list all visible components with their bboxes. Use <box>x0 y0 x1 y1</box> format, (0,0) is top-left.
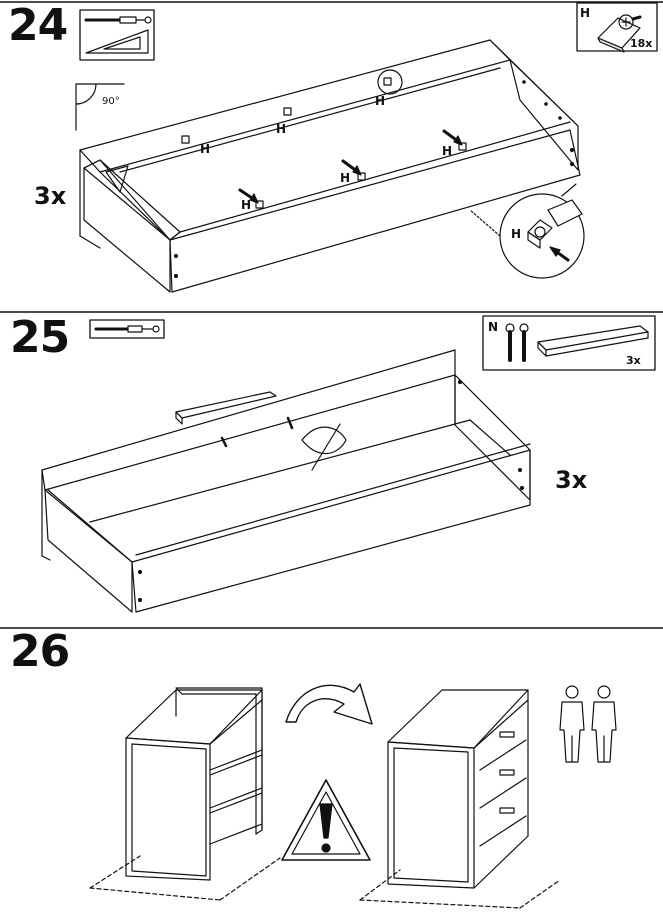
dresser-upright <box>89 687 281 901</box>
step-number-26: 26 <box>10 626 70 677</box>
bracket-markers-24 <box>181 69 467 209</box>
part-box-qty: 18x <box>630 37 653 50</box>
step-24-tools-box <box>79 9 155 61</box>
hardware-label: H <box>442 144 453 158</box>
hardware-label: H <box>276 122 287 136</box>
drawer-box-24 <box>79 39 581 293</box>
warning-icon <box>281 779 371 861</box>
step-25-part-box <box>482 315 656 371</box>
screwdriver-icon <box>84 16 152 24</box>
step-number-25: 25 <box>10 312 70 363</box>
hardware-label: H <box>375 94 386 108</box>
screwdriver-icon-25 <box>94 325 160 333</box>
two-person-icon <box>559 685 617 763</box>
step-25-multiplier: 3x <box>555 466 588 494</box>
detail-zoom-circle <box>469 183 585 279</box>
angle-label: 90° <box>102 96 120 107</box>
step-number-24: 24 <box>8 0 68 51</box>
hardware-label: H <box>200 142 211 156</box>
hardware-label: H <box>340 171 351 185</box>
step-24-multiplier: 3x <box>34 182 67 210</box>
screw-label: N <box>488 320 499 334</box>
detail-label: H <box>511 227 522 241</box>
set-square-icon <box>85 29 149 54</box>
part-box-label: H <box>580 6 591 20</box>
rail-qty: 3x <box>626 354 641 367</box>
hardware-label: H <box>241 198 252 212</box>
drawer-box-25 <box>41 349 531 613</box>
right-angle-marker <box>75 83 125 131</box>
step-25-tools-box <box>89 319 165 339</box>
step-24-part-box <box>576 2 658 53</box>
rotate-arrow-icon <box>285 683 373 725</box>
dresser-rotated <box>359 689 561 909</box>
